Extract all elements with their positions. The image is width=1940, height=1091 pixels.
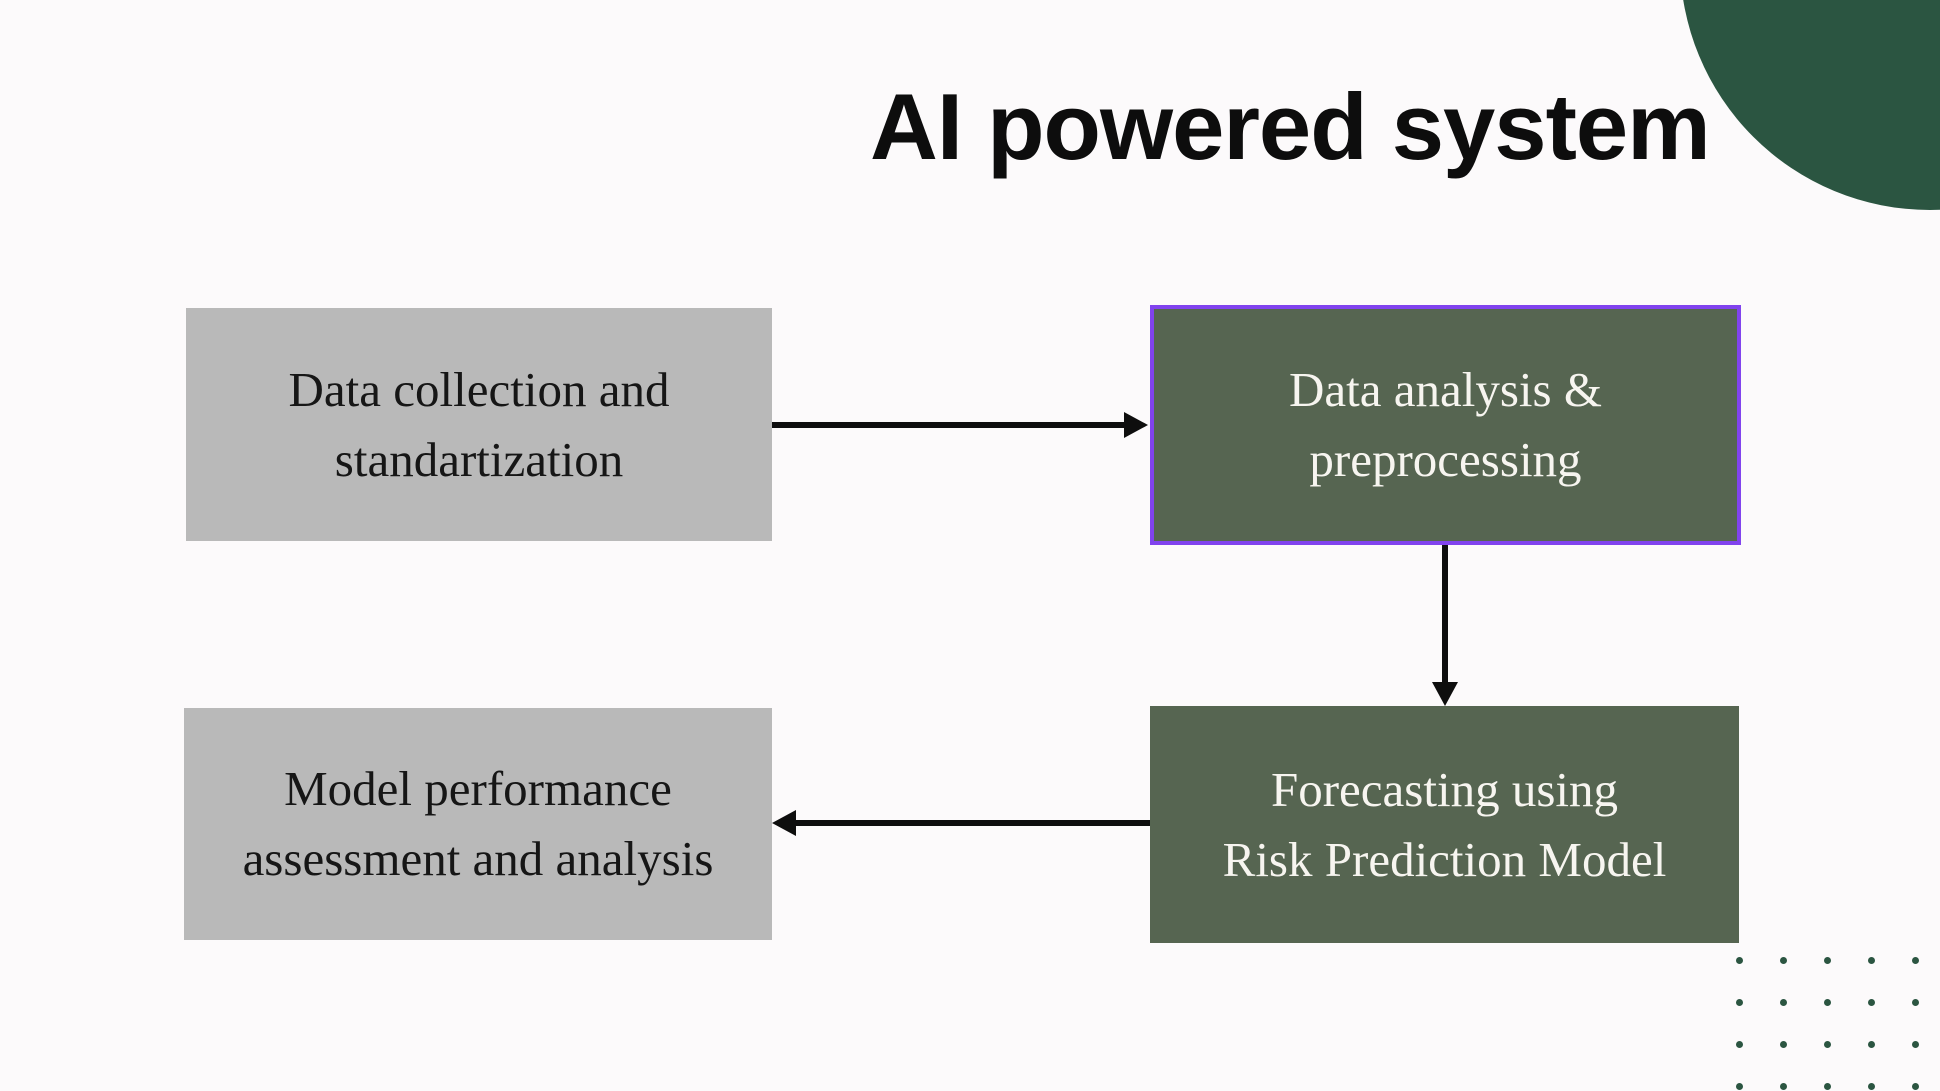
node-label: Forecasting using Risk Prediction Model [1222,761,1667,887]
dot [1736,999,1743,1006]
dot [1912,957,1919,964]
node-label: Model performance assessment and analysi… [242,761,714,886]
dot [1780,1041,1787,1048]
dot [1868,1083,1875,1090]
connector-line-forecast-to-assess [796,820,1150,826]
connector-line-collect-to-analysis [772,422,1126,428]
dot [1736,1083,1743,1090]
arrow-left-icon [772,810,796,836]
connector-line-analysis-to-forecast [1442,545,1448,684]
dot [1824,1041,1831,1048]
dot [1736,957,1743,964]
arrow-down-icon [1432,682,1458,706]
dot [1868,957,1875,964]
dot [1868,999,1875,1006]
flowchart-node-forecasting[interactable]: Forecasting using Risk Prediction Model [1150,706,1739,943]
flowchart-node-data-analysis[interactable]: Data analysis & preprocessing [1150,305,1741,545]
corner-circle-decoration [1680,0,1940,210]
node-label: Data collection and standartization [288,361,670,487]
dot [1824,999,1831,1006]
flowchart-node-data-collection[interactable]: Data collection and standartization [186,308,772,541]
dot [1780,1083,1787,1090]
slide-title: AI powered system [870,74,1711,179]
dot [1780,999,1787,1006]
dot [1868,1041,1875,1048]
dot-grid-decoration [1736,957,1920,1091]
dot [1736,1041,1743,1048]
arrow-right-icon [1124,412,1148,438]
dot [1824,957,1831,964]
flowchart-node-model-assessment[interactable]: Model performance assessment and analysi… [184,708,772,940]
dot [1824,1083,1831,1090]
dot [1780,957,1787,964]
dot [1912,999,1919,1006]
node-label: Data analysis & preprocessing [1289,362,1602,487]
dot [1912,1041,1919,1048]
dot [1912,1083,1919,1090]
